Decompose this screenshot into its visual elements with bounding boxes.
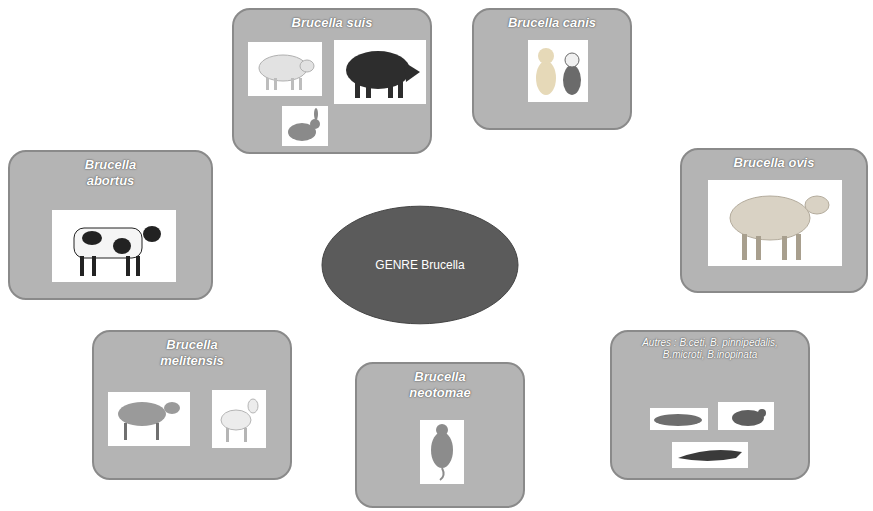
box-fill — [611, 331, 809, 479]
sheep-picture — [108, 392, 190, 446]
box-fills — [9, 9, 867, 507]
boar-picture — [334, 40, 426, 104]
species-box: Brucella suis — [232, 8, 432, 154]
genus-ellipse: GENRE Brucella — [320, 205, 520, 325]
species-box: Brucella melitensis — [92, 330, 292, 480]
cow-picture — [52, 210, 176, 282]
species-box: Brucella ovis — [680, 148, 868, 293]
box-fill — [233, 9, 431, 153]
pig-picture — [248, 42, 322, 96]
box-fill — [356, 363, 524, 507]
species-title: Brucella canis — [482, 10, 622, 31]
mouse-picture — [718, 402, 774, 430]
sheep-picture — [708, 180, 842, 266]
box-fill — [93, 331, 291, 479]
rabbit-picture — [282, 106, 328, 146]
box-fill — [9, 151, 212, 299]
species-box: Brucella neotomae — [355, 362, 525, 508]
genus-label: GENRE Brucella — [375, 258, 464, 272]
species-title: Autres : B.ceti, B. pinnipedalis, B.micr… — [635, 332, 785, 361]
rat-picture — [420, 420, 464, 484]
box-fill — [473, 9, 631, 129]
dogs-picture — [528, 40, 588, 102]
species-box: Autres : B.ceti, B. pinnipedalis, B.micr… — [610, 330, 810, 480]
species-title: Brucella ovis — [699, 150, 849, 171]
species-box: Brucella abortus — [8, 150, 213, 300]
dolphin-picture — [672, 442, 748, 468]
species-title: Brucella neotomae — [390, 364, 490, 401]
goat-picture — [212, 390, 266, 448]
species-box: Brucella canis — [472, 8, 632, 130]
box-fill — [681, 149, 867, 292]
species-title: Brucella suis — [257, 10, 407, 31]
species-title: Brucella melitensis — [137, 332, 247, 369]
species-title: Brucella abortus — [61, 152, 161, 189]
seal-picture — [650, 408, 708, 430]
